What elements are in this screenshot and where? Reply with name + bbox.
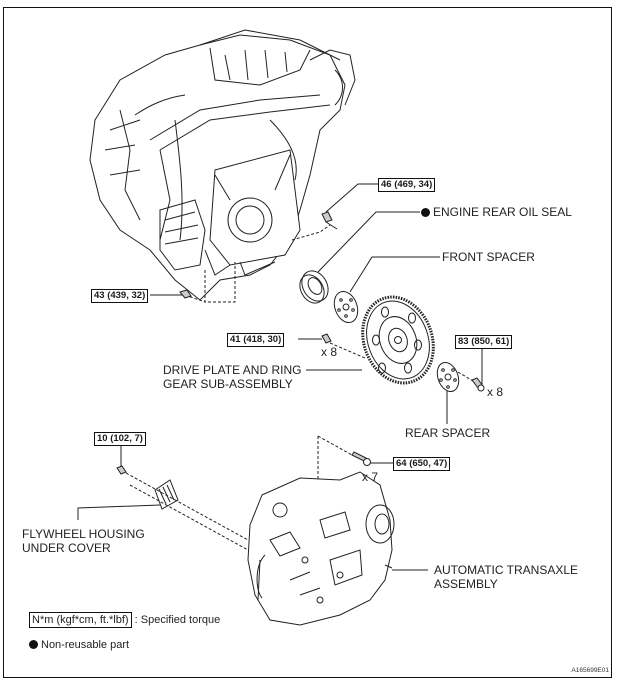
- legend-non-reusable: Non-reusable part: [29, 638, 129, 652]
- torque-callout-46: 46 (469, 34): [378, 178, 436, 192]
- under-cover-leader: [77, 504, 161, 520]
- bolt-10-illustration: [116, 465, 127, 475]
- label-drive-plate: DRIVE PLATE AND RING GEAR SUB-ASSEMBLY: [163, 363, 301, 391]
- label-engine-rear-oil-seal-text: ENGINE REAR OIL SEAL: [433, 205, 572, 219]
- bolt-46-illustration: [321, 211, 338, 230]
- label-drive-plate-line1: DRIVE PLATE AND RING: [163, 363, 302, 377]
- label-automatic-transaxle: AUTOMATIC TRANSAXLE ASSEMBLY: [434, 563, 578, 591]
- legend-non-reusable-text: Non-reusable part: [41, 639, 130, 651]
- bolt-41-illustration: [321, 333, 332, 344]
- label-flywheel-cover-line1: FLYWHEEL HOUSING: [22, 527, 145, 541]
- legend-torque-desc: : Specified torque: [134, 614, 221, 626]
- label-flywheel-cover-line2: UNDER COVER: [22, 541, 111, 555]
- label-rear-spacer: REAR SPACER: [405, 426, 491, 440]
- label-transaxle-line2: ASSEMBLY: [434, 577, 498, 591]
- rear-spacer-illustration: [436, 361, 460, 393]
- diagram-frame: [3, 7, 612, 678]
- bolt-83-guide: [457, 371, 474, 382]
- bolt-41-guide: [329, 342, 366, 359]
- qty-drive-plate-bolts: x 8: [321, 345, 338, 359]
- figure-id: A165699E01: [571, 667, 609, 674]
- oil-seal-leader: [317, 211, 420, 273]
- torque-callout-41: 41 (418, 30): [227, 333, 285, 347]
- torque-callout-10: 10 (102, 7): [94, 432, 146, 446]
- engine-rear-oil-seal-illustration: [299, 270, 329, 304]
- torque-callout-43: 43 (439, 32): [91, 289, 149, 303]
- label-front-spacer: FRONT SPACER: [442, 250, 535, 264]
- qty-rear-spacer-bolts: x 8: [487, 385, 504, 399]
- automatic-transaxle-illustration: [247, 471, 395, 626]
- torque-callout-64: 64 (650, 47): [393, 457, 451, 471]
- bolt-64-illustration: [351, 451, 371, 466]
- label-flywheel-housing-under-cover: FLYWHEEL HOUSING UNDER COVER: [22, 527, 145, 555]
- legend-torque-unit-box: N*m (kgf*cm, ft.*lbf): [29, 612, 132, 628]
- drive-plate-ring-gear-illustration: [361, 295, 435, 385]
- legend-torque: N*m (kgf*cm, ft.*lbf) : Specified torque: [29, 612, 220, 628]
- label-engine-rear-oil-seal: ENGINE REAR OIL SEAL: [421, 205, 572, 219]
- non-reusable-dot-icon: [29, 640, 38, 649]
- label-transaxle-line1: AUTOMATIC TRANSAXLE: [434, 563, 579, 577]
- bolt-46-leader: [325, 183, 378, 213]
- bolt-83-illustration: [471, 377, 485, 392]
- qty-transaxle-bolts: x 7: [362, 470, 379, 484]
- label-drive-plate-line2: GEAR SUB-ASSEMBLY: [163, 377, 293, 391]
- front-spacer-leader: [349, 256, 440, 293]
- front-spacer-illustration: [333, 291, 359, 323]
- non-reusable-dot-icon: [421, 208, 430, 217]
- transaxle-guides: [317, 435, 353, 488]
- engine-assembly-guides: [184, 224, 331, 303]
- bolt-43-illustration: [179, 289, 192, 299]
- torque-callout-83: 83 (850, 61): [455, 335, 513, 349]
- engine-block-illustration: [89, 29, 356, 301]
- under-cover-guides: [125, 472, 249, 551]
